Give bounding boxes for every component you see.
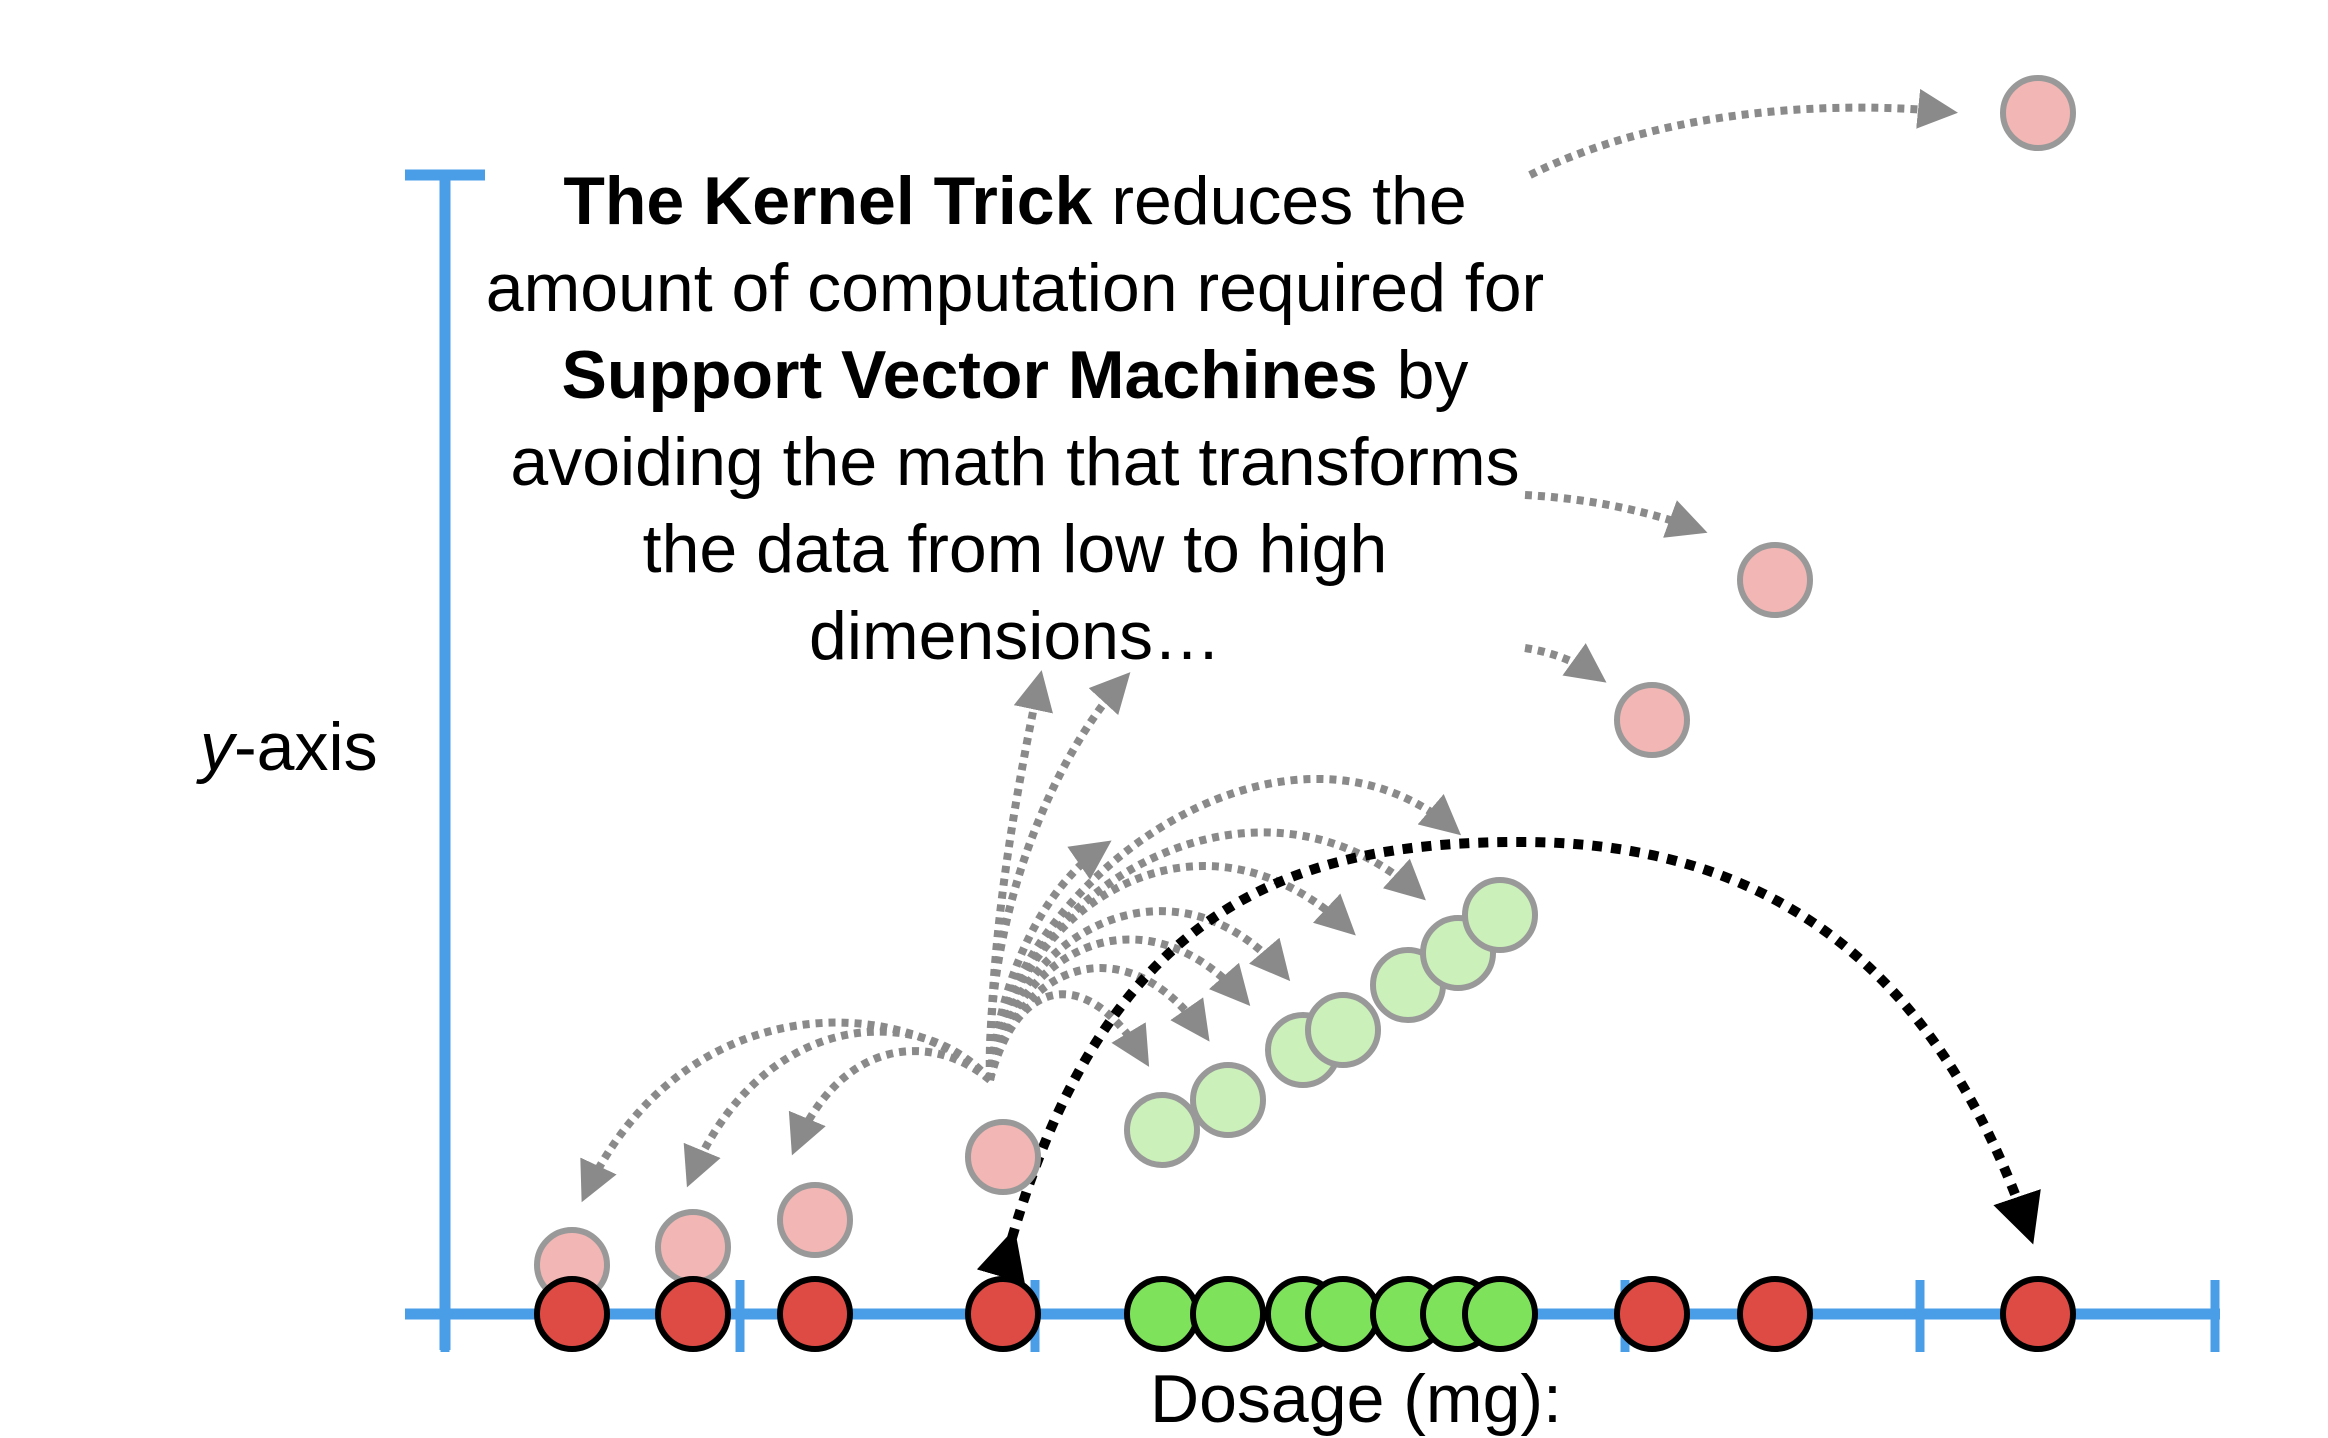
high-dim-point-green: [1124, 1092, 1200, 1168]
caption: The Kernel Trick reduces the amount of c…: [480, 158, 1550, 680]
low-dim-point-red: [655, 1276, 731, 1352]
high-dim-point-green: [1190, 1062, 1266, 1138]
high-dim-point-red: [777, 1182, 853, 1258]
low-dimension-points: [534, 1276, 2076, 1352]
low-dim-point-red: [1737, 1276, 1813, 1352]
high-dim-point-red: [655, 1209, 731, 1285]
high-dim-point-red: [1614, 682, 1690, 758]
transform-arrows: [580, 88, 1958, 1203]
low-dim-point-red: [1614, 1276, 1690, 1352]
y-axis: [405, 169, 485, 1350]
high-dim-point-red: [2000, 75, 2076, 151]
low-dim-point-green: [1305, 1276, 1381, 1352]
low-dim-point-red: [534, 1276, 610, 1352]
low-dim-point-green: [1124, 1276, 1200, 1352]
caption-bold-svm: Support Vector Machines: [561, 337, 1378, 413]
y-axis-label: y-axis: [200, 708, 378, 786]
high-dim-point-green: [1305, 992, 1381, 1068]
y-axis-label-rest: -axis: [234, 709, 378, 785]
high-dimension-points: [534, 75, 2076, 1303]
low-dim-point-red: [2000, 1276, 2076, 1352]
low-dim-point-red: [965, 1276, 1041, 1352]
arrow-to-top-point: [1528, 88, 1958, 179]
arrow-to-upper-point: [1524, 491, 1708, 538]
caption-text-2: by avoiding the math that transforms the…: [510, 337, 1520, 674]
caption-bold-kernel-trick: The Kernel Trick: [563, 163, 1093, 239]
low-dim-point-red: [777, 1276, 853, 1352]
high-dim-point-red: [965, 1119, 1041, 1195]
caption-text-1: reduces the amount of computation requir…: [485, 163, 1545, 326]
low-dim-point-green: [1462, 1276, 1538, 1352]
high-dim-point-red: [1737, 542, 1813, 618]
high-dim-point-green: [1462, 877, 1538, 953]
low-dim-point-green: [1190, 1276, 1266, 1352]
x-axis-label: Dosage (mg):: [1150, 1361, 1562, 1437]
black-double-arrow: [976, 836, 2041, 1284]
y-axis-label-italic: y: [200, 709, 234, 785]
